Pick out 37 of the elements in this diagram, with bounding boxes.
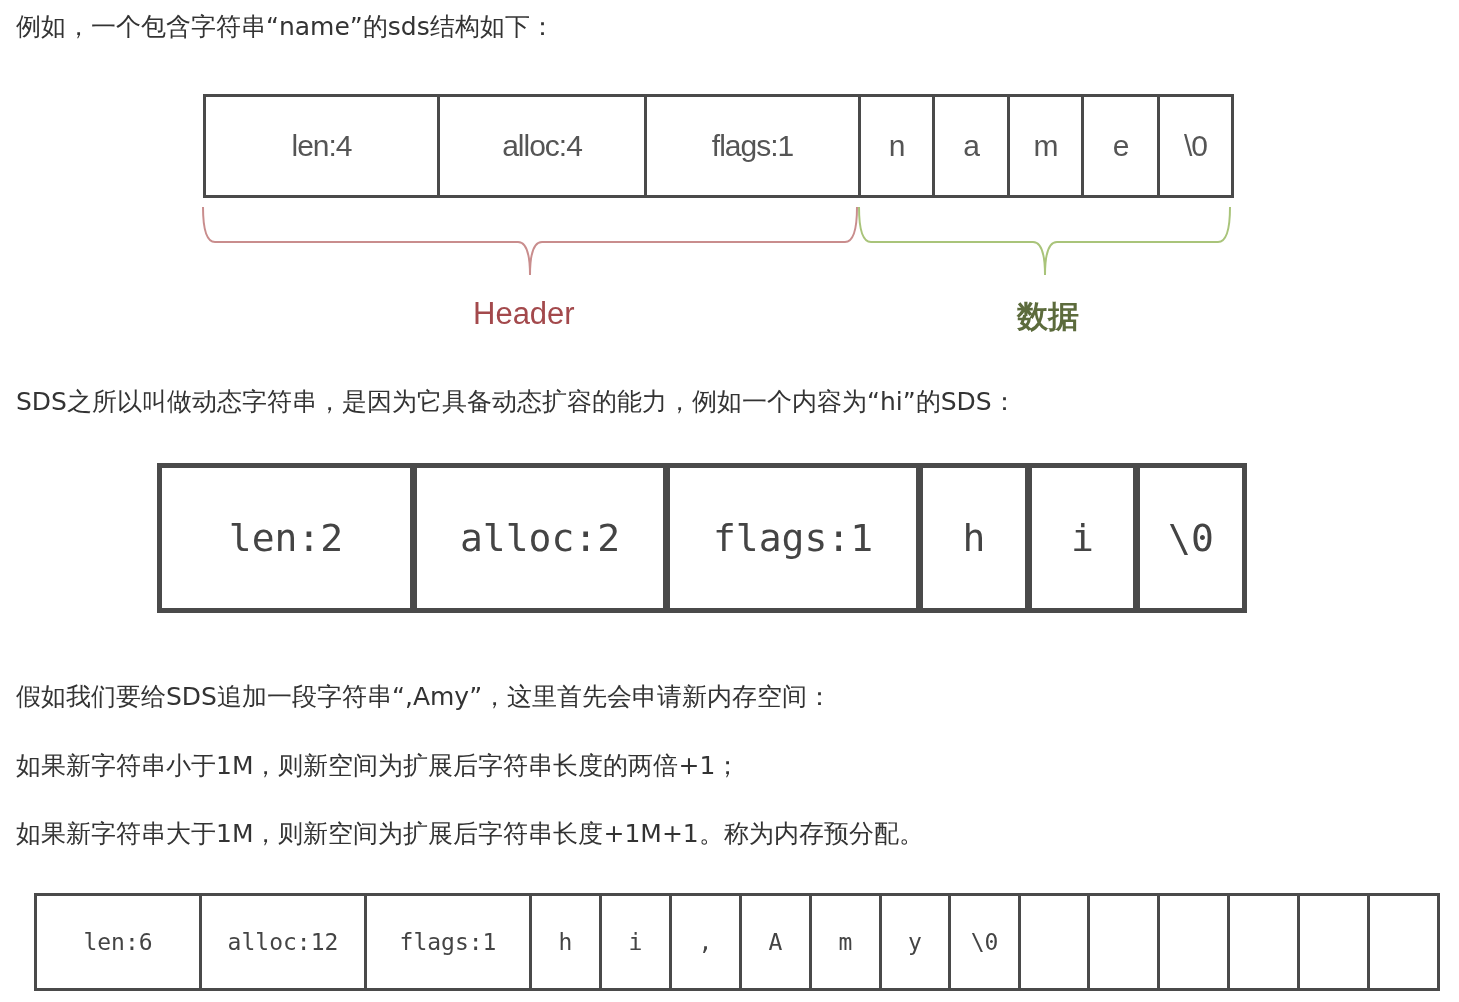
empty-memory-cell xyxy=(1087,893,1160,991)
memory-cell: a xyxy=(932,94,1010,198)
empty-memory-cell xyxy=(1367,893,1440,991)
memory-cell: \0 xyxy=(1157,94,1234,198)
body-text: 假如我们要给SDS追加一段字符串“,Amy”，这里首先会申请新内存空间： xyxy=(16,682,833,712)
memory-cell: i xyxy=(599,893,672,991)
memory-cell: alloc:4 xyxy=(437,94,647,198)
data-label: 数据 xyxy=(1017,298,1079,336)
empty-memory-cell xyxy=(1227,893,1300,991)
memory-cell: y xyxy=(879,893,951,991)
memory-cell: i xyxy=(1027,463,1138,613)
memory-cell: alloc:2 xyxy=(412,463,668,613)
memory-cell: len:6 xyxy=(34,893,202,991)
body-text: SDS之所以叫做动态字符串，是因为它具备动态扩容的能力，例如一个内容为“hi”的SDS： xyxy=(16,387,1017,417)
empty-memory-cell xyxy=(1157,893,1230,991)
memory-cell: n xyxy=(858,94,935,198)
intro-text: 例如，一个包含字符串“name”的sds结构如下： xyxy=(16,12,555,42)
memory-cell: \0 xyxy=(948,893,1021,991)
memory-cell: \0 xyxy=(1135,463,1247,613)
memory-cell: m xyxy=(809,893,882,991)
memory-cell: A xyxy=(739,893,812,991)
memory-cell: alloc:12 xyxy=(199,893,367,991)
body-text: 如果新字符串大于1M，则新空间为扩展后字符串长度+1M+1。称为内存预分配。 xyxy=(16,819,924,849)
memory-cell: len:4 xyxy=(203,94,440,198)
memory-cell: h xyxy=(918,463,1030,613)
memory-cell: h xyxy=(529,893,602,991)
memory-cell: m xyxy=(1007,94,1084,198)
memory-cell: e xyxy=(1081,94,1160,198)
empty-memory-cell xyxy=(1018,893,1090,991)
memory-cell: len:2 xyxy=(157,463,415,613)
header-label: Header xyxy=(473,296,575,332)
empty-memory-cell xyxy=(1297,893,1370,991)
memory-cell: flags:1 xyxy=(364,893,532,991)
memory-cell: flags:1 xyxy=(665,463,921,613)
body-text: 如果新字符串小于1M，则新空间为扩展后字符串长度的两倍+1； xyxy=(16,751,741,781)
memory-cell: flags:1 xyxy=(644,94,861,198)
memory-cell: , xyxy=(669,893,742,991)
